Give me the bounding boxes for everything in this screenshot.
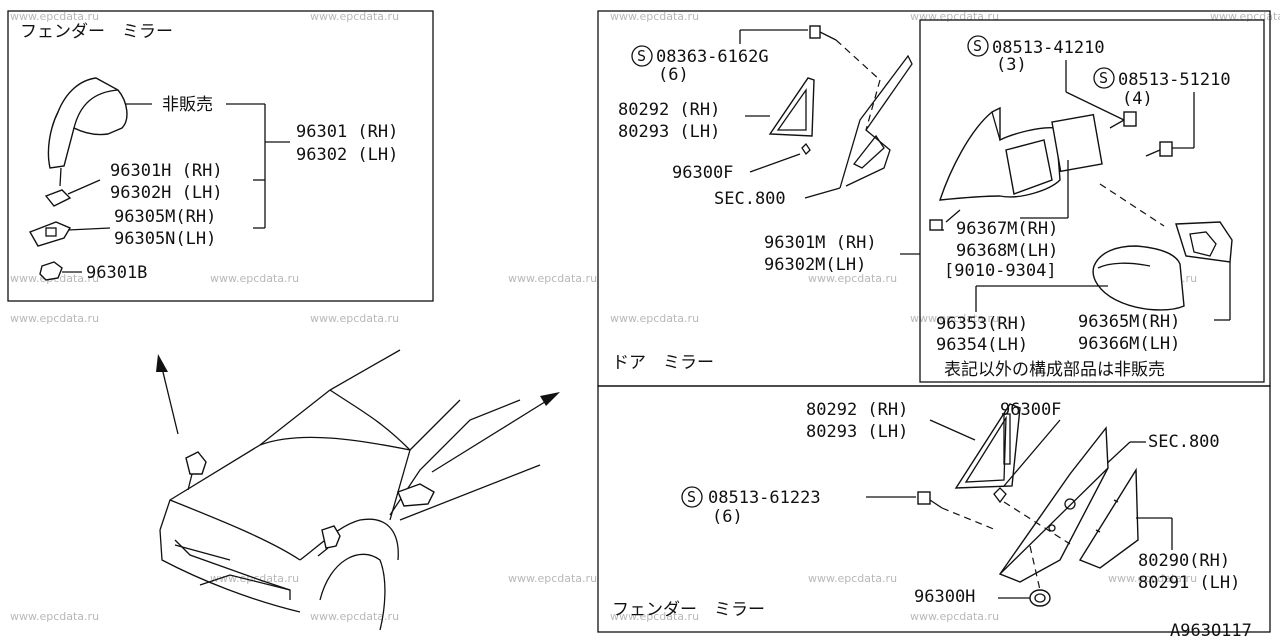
part-label: 80292 (RH) xyxy=(618,100,720,120)
part-label: 08513-61223 xyxy=(708,488,821,508)
standard-part-symbol: S xyxy=(973,37,982,55)
label-not-sold: 非販売 xyxy=(162,95,213,115)
part-label: 96367M(RH) xyxy=(956,219,1058,239)
part-label: 96305N(LH) xyxy=(114,229,216,249)
watermark: www.epcdata.ru xyxy=(610,10,699,23)
panel-title: フェンダー ミラー xyxy=(612,600,765,620)
watermark: www.epcdata.ru xyxy=(910,312,999,325)
panel-door-mirror-detail: S 08513-41210 (3) S 08513-51210 (4) 9636… xyxy=(919,19,1265,383)
nut-96301b xyxy=(39,261,63,281)
arrow-up-icon xyxy=(156,354,168,372)
part-label: 96365M(RH) xyxy=(1078,312,1180,332)
subpanel-frame xyxy=(919,19,1265,383)
panel-door-mirror: ドア ミラー S 08363-6162G (6) 80292 (RH) 8029… xyxy=(597,10,1271,387)
screw-icon xyxy=(1145,141,1173,157)
part-label: 96301B xyxy=(86,263,147,283)
part-label: 96301M (RH) xyxy=(764,233,877,253)
part-label: 96305M(RH) xyxy=(114,207,216,227)
part-label: 96366M(LH) xyxy=(1078,334,1180,354)
part-label: 80293 (LH) xyxy=(806,422,908,442)
watermark: www.epcdata.ru xyxy=(10,10,99,23)
watermark: www.epcdata.ru xyxy=(910,10,999,23)
part-label: (3) xyxy=(996,55,1027,75)
watermark: www.epcdata.ru xyxy=(808,572,897,585)
watermark: www.epcdata.ru xyxy=(508,572,597,585)
mirror-base-96301h xyxy=(44,189,72,207)
part-label: 80290(RH) xyxy=(1138,551,1230,571)
part-label: 08513-41210 xyxy=(992,38,1105,58)
watermark: www.epcdata.ru xyxy=(910,610,999,623)
watermark: www.epcdata.ru xyxy=(10,610,99,623)
watermark: www.epcdata.ru xyxy=(1108,572,1197,585)
arrow-right-icon xyxy=(540,392,560,406)
watermark: www.epcdata.ru xyxy=(210,272,299,285)
part-label: 96302M(LH) xyxy=(764,255,866,275)
watermark: www.epcdata.ru xyxy=(610,312,699,325)
part-label: 96302 (LH) xyxy=(296,145,398,165)
part-label: 08363-6162G xyxy=(656,47,769,67)
standard-part-symbol: S xyxy=(1099,69,1108,87)
fender-mirror-head xyxy=(47,77,128,187)
standard-part-symbol: S xyxy=(637,47,646,65)
part-label: 96368M(LH) xyxy=(956,241,1058,261)
watermarks: www.epcdata.ru www.epcdata.ru www.epcdat… xyxy=(10,10,1280,623)
watermark: www.epcdata.ru xyxy=(310,610,399,623)
panel-fender-mirror-bottom: フェンダー ミラー 80292 (RH) 80293 (LH) 96300F S… xyxy=(597,385,1271,633)
watermark: www.epcdata.ru xyxy=(10,312,99,325)
screw-icon xyxy=(1109,111,1137,129)
panel-frame xyxy=(7,10,434,302)
standard-part-symbol: S xyxy=(687,488,696,506)
part-label: 96302H (LH) xyxy=(110,183,223,203)
part-label: (4) xyxy=(1122,89,1153,109)
part-label: 80292 (RH) xyxy=(806,400,908,420)
part-label: 80291 (LH) xyxy=(1138,573,1240,593)
panel-fender-mirror-top: フェンダー ミラー 非販売 96301 (RH) 96302 (LH) 9 xyxy=(7,10,434,302)
part-label: 96300H xyxy=(914,587,975,607)
diagram-id: A963O117 xyxy=(1170,621,1252,640)
panel-title: フェンダー ミラー xyxy=(20,22,173,42)
panel-frame xyxy=(597,385,1271,633)
mirror-bracket-96305m xyxy=(28,221,72,247)
part-label: 96300F xyxy=(1000,400,1061,420)
part-label: 96354(LH) xyxy=(936,335,1028,355)
part-label: 96353(RH) xyxy=(936,314,1028,334)
part-label: SEC.800 xyxy=(714,189,786,209)
part-label: 80293 (LH) xyxy=(618,122,720,142)
watermark: www.epcdata.ru xyxy=(808,272,897,285)
panel-title: ドア ミラー xyxy=(612,353,714,373)
watermark: www.epcdata.ru xyxy=(310,10,399,23)
watermark: www.epcdata.ru xyxy=(508,272,597,285)
part-label: 96301 (RH) xyxy=(296,122,398,142)
part-label: 96300F xyxy=(672,163,733,183)
screw-icon xyxy=(809,25,837,41)
part-label: 08513-51210 xyxy=(1118,70,1231,90)
watermark: www.epcdata.ru xyxy=(310,312,399,325)
part-label: (6) xyxy=(712,507,743,527)
watermark: www.epcdata.ru xyxy=(610,610,699,623)
part-label: 96301H (RH) xyxy=(110,161,223,181)
part-label: (6) xyxy=(658,65,689,85)
screw-icon xyxy=(917,491,943,509)
note-not-sold: 表記以外の構成部品は非販売 xyxy=(944,360,1165,380)
part-label: SEC.800 xyxy=(1148,432,1220,452)
car-illustration xyxy=(156,349,560,631)
part-label: [9010-9304] xyxy=(944,261,1057,281)
